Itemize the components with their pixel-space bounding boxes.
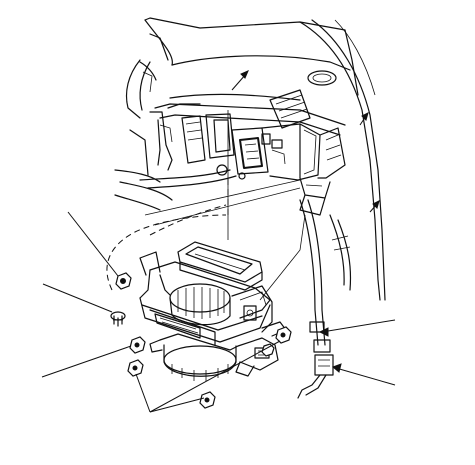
installation-path-dashed <box>106 110 229 291</box>
callout-lower-left-bolt <box>41 345 132 378</box>
callout-upper-nut <box>67 211 119 277</box>
right-bolt-icon <box>275 326 292 344</box>
callout-left-screw <box>42 283 113 313</box>
upper-nut-icon <box>115 272 132 290</box>
guide-lines <box>144 179 306 301</box>
dash-fastener-arrows <box>359 112 380 213</box>
screw-icon <box>110 311 126 327</box>
wiring-harness <box>297 199 352 399</box>
callout-bottom-bolts <box>135 340 281 413</box>
bottom-bolt-icon-2 <box>199 391 216 409</box>
callout-right-connector-lower <box>332 363 396 386</box>
bottom-bolt-icon-1 <box>127 359 144 377</box>
right-nut-icon <box>261 343 275 357</box>
callout-right-connector-upper <box>318 319 396 337</box>
dash-direction-arrow <box>231 70 249 91</box>
dash-frame-structure <box>114 103 346 216</box>
blower-unit-body <box>139 251 287 381</box>
dashboard-outline <box>125 17 386 301</box>
filter-duct-cover <box>177 241 263 291</box>
lower-left-bolt-icon <box>129 336 146 354</box>
